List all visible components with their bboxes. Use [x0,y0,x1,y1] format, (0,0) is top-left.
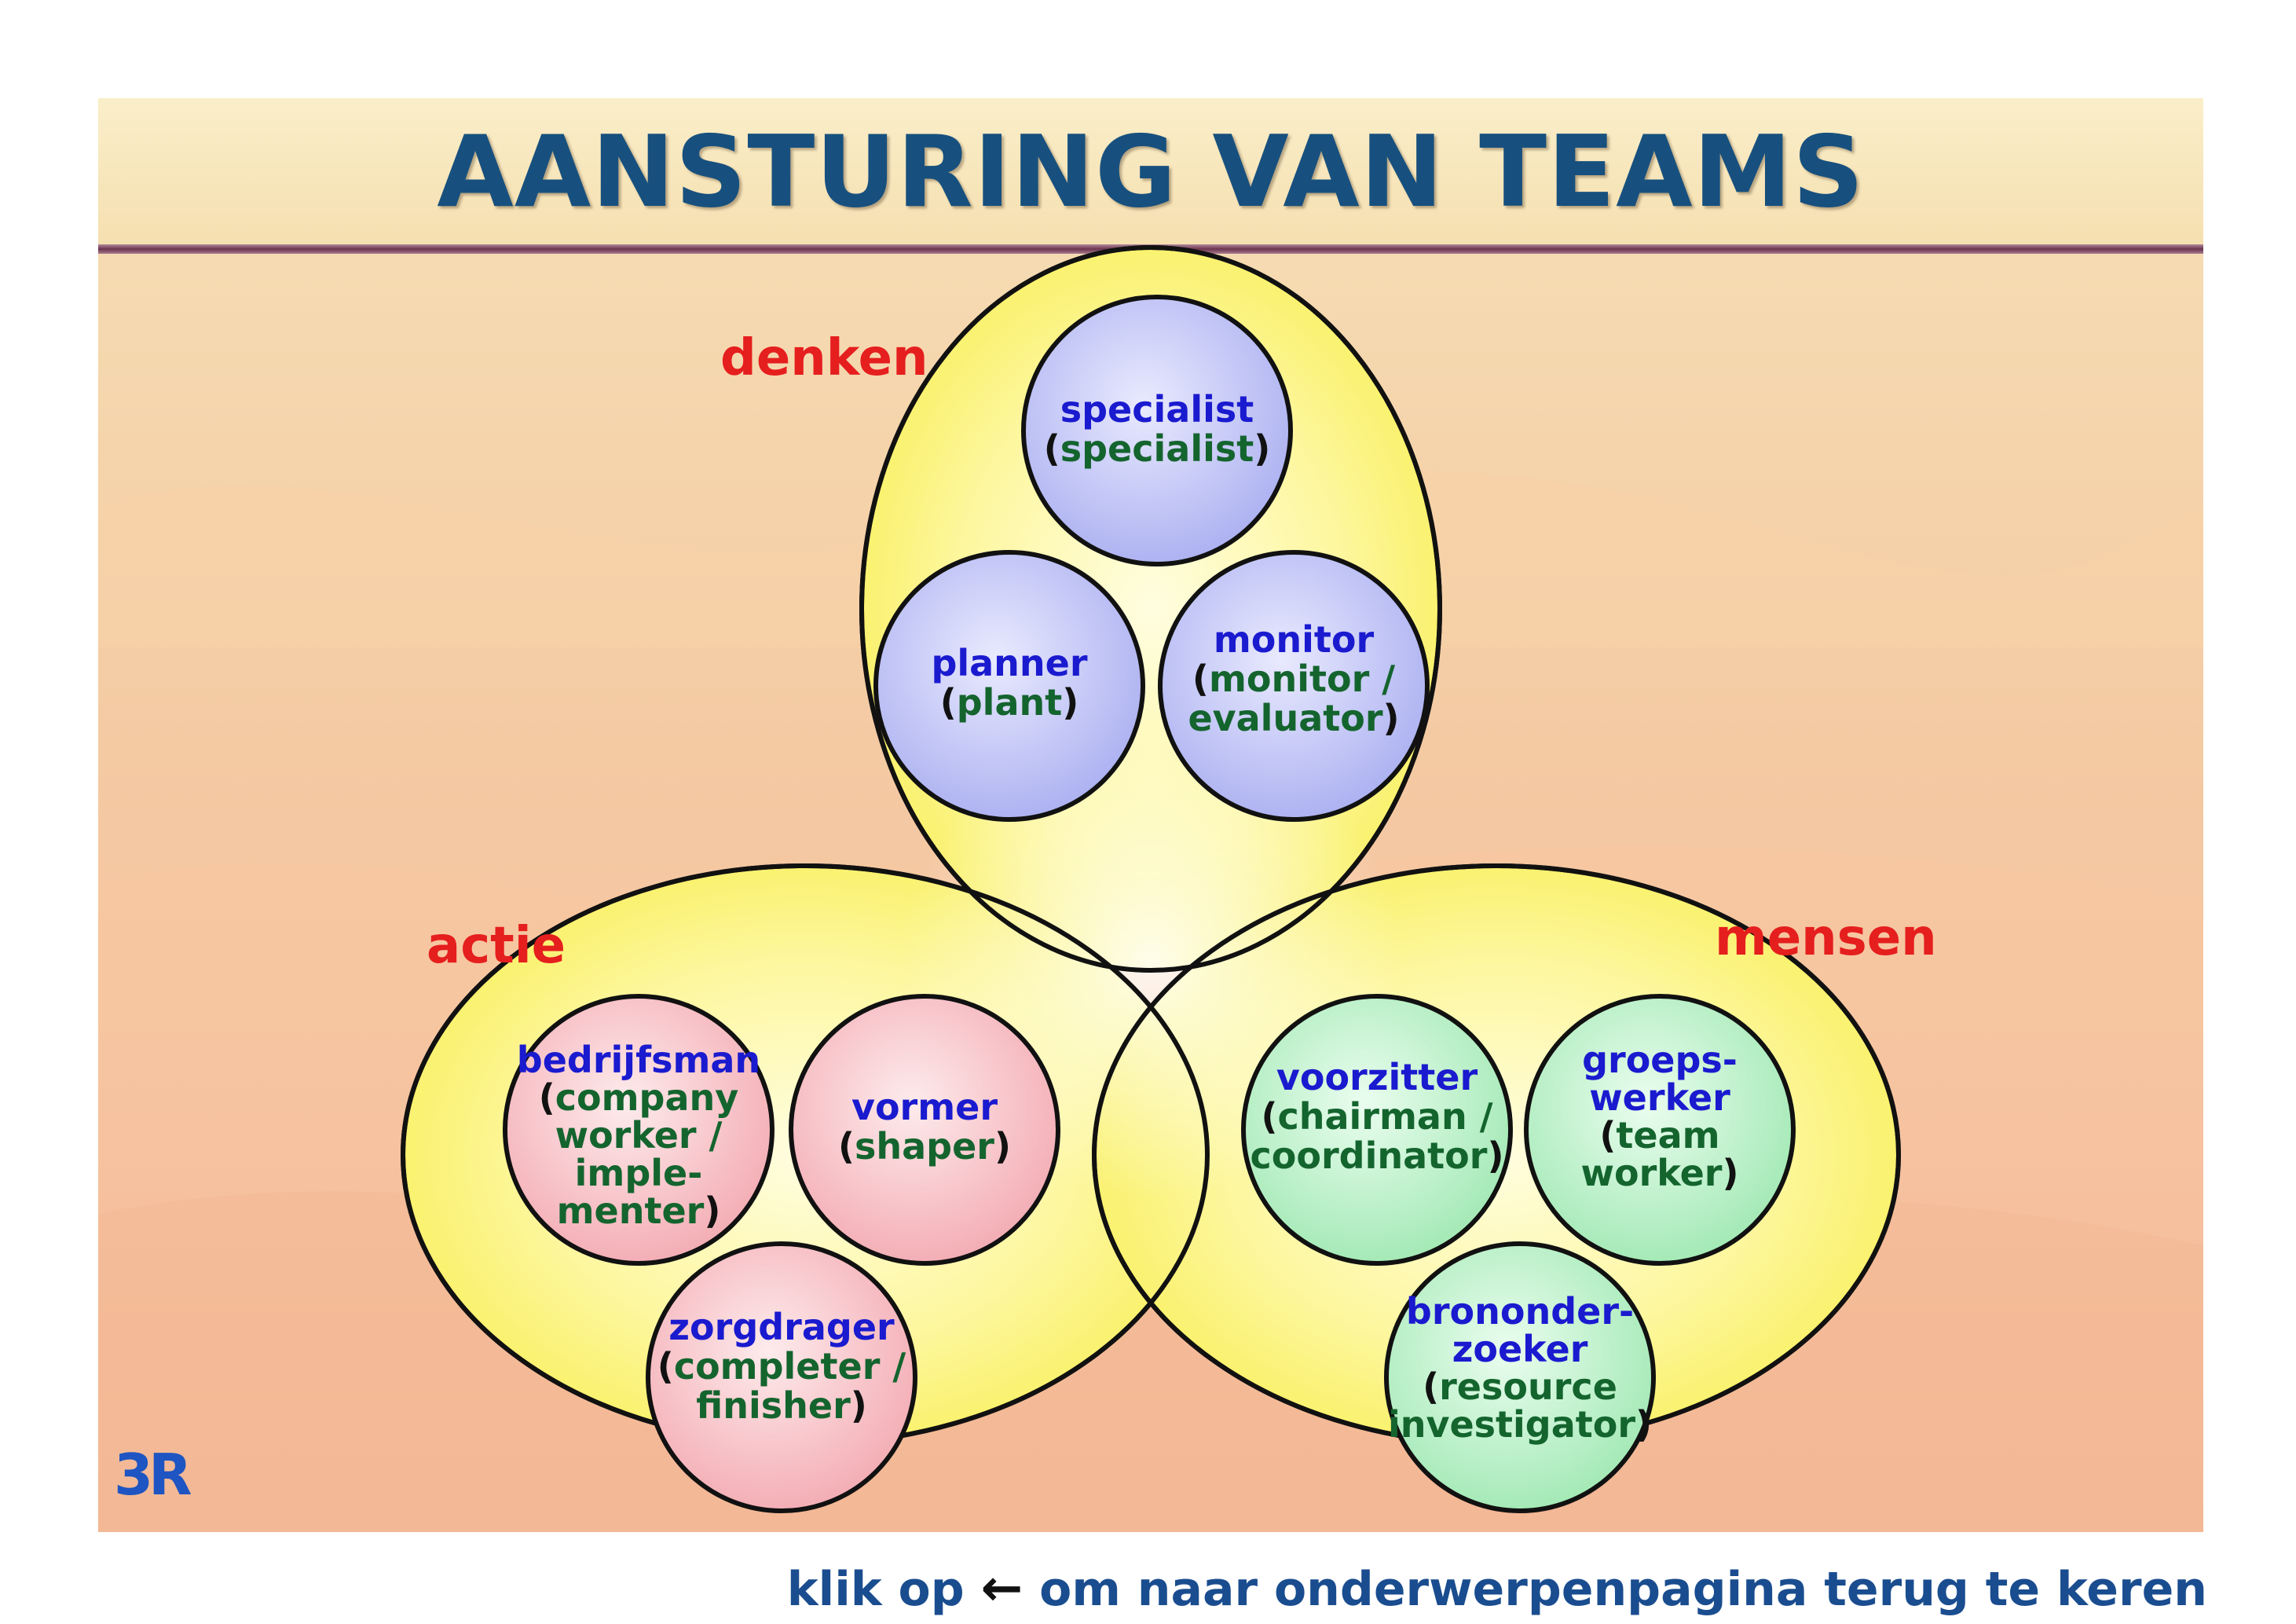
svg-text:(completer /: (completer / [657,1345,906,1388]
role-specialist: specialist (specialist) [1021,295,1293,566]
svg-text:(plant): (plant) [940,681,1079,724]
svg-text:(chairman /: (chairman / [1261,1095,1492,1138]
role-label: specialist [1060,388,1254,431]
role-translation: chairman / [1277,1095,1492,1138]
slide: AANSTURING VAN TEAMS [98,98,2203,1532]
role-bedrijfsman: bedrijfsman (company worker / imple- men… [503,994,774,1266]
role-label: zorgdrager [668,1306,895,1348]
role-label: monitor [1214,618,1375,661]
svg-text:finisher): finisher) [696,1384,867,1427]
svg-text:investigator): investigator) [1388,1403,1652,1446]
role-translation: shaper [855,1125,994,1168]
role-translation: specialist [1060,427,1254,470]
svg-text:evaluator): evaluator) [1188,697,1399,739]
role-label: groeps- [1582,1039,1738,1081]
role-zorgdrager: zorgdrager (completer / finisher) [646,1241,917,1513]
instruction-prefix: klik op [786,1562,965,1617]
svg-text:menter): menter) [557,1190,721,1232]
svg-text:(monitor /: (monitor / [1192,658,1395,700]
role-monitor: monitor (monitor / evaluator) [1158,550,1430,822]
role-translation: plant [957,681,1062,724]
back-to-topics-instruction: klik op ← om naar onderwerpenpagina teru… [723,1560,2207,1618]
role-translation: company [555,1076,739,1119]
svg-text:imple-: imple- [575,1152,703,1194]
svg-text:(company: (company [539,1076,739,1119]
3r-logo: 3R [114,1442,192,1508]
group-label-mensen: mensen [1715,909,1937,967]
role-translation: team [1616,1114,1719,1157]
role-planner: planner (plant) [873,550,1145,822]
svg-text:worker /: worker / [555,1114,723,1157]
role-label: vormer [851,1086,998,1128]
group-label-denken: denken [720,329,928,387]
svg-text:coordinator): coordinator) [1251,1135,1504,1177]
svg-text:(resource: (resource [1423,1366,1617,1408]
team-roles-diagram: denken actie mensen specialist (speciali… [98,245,2203,1532]
svg-text:worker): worker) [1580,1152,1738,1194]
role-label: brononder- [1406,1290,1634,1333]
role-label: voorzitter [1276,1056,1478,1098]
role-translation: completer / [674,1345,906,1388]
svg-text:(shaper): (shaper) [838,1125,1011,1168]
role-translation: monitor / [1209,658,1395,700]
back-arrow-icon[interactable]: ← [980,1560,1023,1618]
role-groepswerker: groeps- werker (team worker) [1524,994,1796,1266]
svg-text:werker: werker [1589,1076,1730,1119]
instruction-suffix: om naar onderwerpenpagina terug te keren [1039,1562,2207,1617]
svg-text:zoeker: zoeker [1452,1328,1588,1370]
page-title: AANSTURING VAN TEAMS [437,114,1865,229]
group-label-actie: actie [427,917,566,975]
role-voorzitter: voorzitter (chairman / coordinator) [1241,994,1513,1266]
role-vormer: vormer (shaper) [789,994,1060,1266]
role-label: planner [931,642,1087,684]
title-band [98,98,2203,247]
svg-text:(team: (team [1599,1114,1719,1157]
svg-text:(specialist): (specialist) [1044,427,1271,470]
role-translation: resource [1439,1366,1617,1408]
role-label: bedrijfsman [517,1039,760,1081]
role-brononderzoeker: brononder- zoeker (resource investigator… [1384,1241,1656,1513]
